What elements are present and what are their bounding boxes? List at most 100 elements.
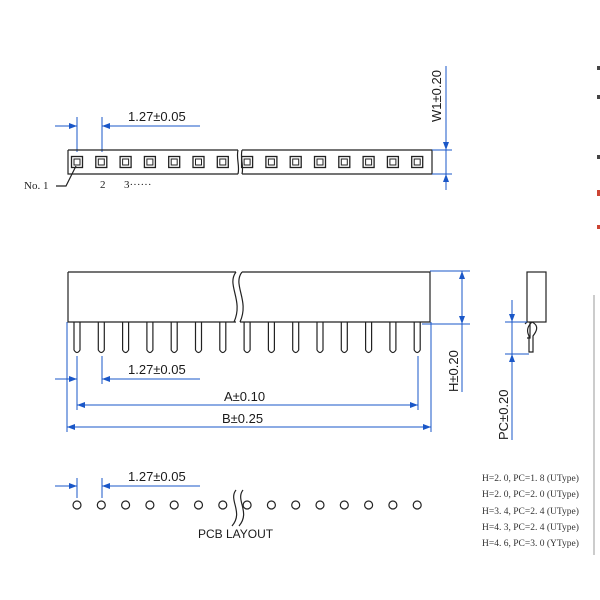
pcb-hole (364, 500, 374, 510)
arrow-head (509, 314, 515, 322)
pcb-hole (412, 500, 422, 510)
spec-line: H=3. 4, PC=2. 4 (UType) (482, 506, 579, 517)
top-pin-square (386, 155, 400, 169)
spec-line: H=2. 0, PC=2. 0 (UType) (482, 489, 579, 500)
top-pin-square-inner (267, 158, 275, 166)
arrow-head (459, 316, 465, 324)
top-pin-square (119, 155, 132, 169)
arrow-head (69, 483, 77, 489)
top-pin-square-inner (73, 158, 81, 166)
front-pin (413, 322, 421, 354)
height-tolerance-label: H±0.20 (446, 350, 461, 392)
top-pin-square-inner (389, 158, 397, 166)
top-pin-square-inner (219, 158, 227, 166)
top-pin-square-inner (243, 158, 251, 166)
top-strip-left (67, 149, 240, 175)
pin-two-label: 2 (100, 179, 106, 191)
front-pin (170, 322, 178, 354)
arrow-head (67, 424, 75, 430)
top-pin-square (70, 155, 84, 169)
top-pin-square (289, 155, 302, 169)
spec-line: H=4. 3, PC=2. 4 (UType) (482, 522, 579, 533)
front-pin (365, 322, 373, 354)
spec-table: H=2. 0, PC=1. 8 (UType) H=2. 0, PC=2. 0 … (482, 473, 579, 549)
pin-three-label: 3······ (124, 179, 151, 191)
pcb-hole (145, 500, 155, 510)
arrow-head (77, 402, 85, 408)
pcb-hole (120, 500, 131, 510)
top-pin-square (95, 155, 108, 169)
top-pin-square (362, 155, 375, 169)
front-pin (316, 322, 324, 354)
front-break-right (238, 271, 244, 323)
spec-line: H=4. 6, PC=3. 0 (YType) (482, 538, 579, 549)
pcb-hole (315, 500, 325, 510)
front-pin (219, 322, 227, 354)
top-pin-square-inner (122, 158, 130, 166)
arrow-head (459, 271, 465, 279)
top-pin-square-inner (195, 158, 202, 166)
arrow-head (102, 376, 110, 382)
pcb-hole (339, 500, 349, 510)
top-strip-right (240, 149, 433, 175)
front-view: H±0.20 1.27±0.05 A±0.10 B±0.25 (55, 270, 470, 432)
mid-pitch-label: 1.27±0.05 (128, 362, 186, 377)
top-pin-square (192, 155, 205, 169)
width-tolerance-label: W1±0.20 (429, 70, 444, 122)
arrow-head (102, 483, 110, 489)
front-pin (194, 322, 203, 354)
arrow-head (509, 354, 515, 362)
top-pin-square (338, 155, 351, 169)
edge-mark (597, 155, 600, 159)
dim-b-label: B±0.25 (222, 411, 263, 426)
front-pin (292, 322, 300, 354)
front-pin (146, 322, 154, 354)
top-pin-square (143, 155, 157, 169)
front-pin (243, 322, 251, 354)
top-pin-square-inner (340, 158, 348, 166)
pcb-hole (72, 500, 82, 510)
pcb-hole (388, 500, 398, 510)
pcb-hole (169, 500, 179, 510)
pcb-hole (266, 500, 276, 510)
front-pin (340, 322, 348, 354)
side-view: PC±0.20 (496, 271, 547, 441)
pcb-hole (96, 500, 106, 510)
dim-a-label: A±0.10 (224, 389, 265, 404)
pcb-layout-label: PCB LAYOUT (198, 527, 274, 541)
front-pin (97, 322, 105, 354)
front-pin (267, 322, 275, 354)
spec-line: H=2. 0, PC=1. 8 (UType) (482, 473, 579, 484)
edge-mark (597, 225, 600, 229)
arrow-head (102, 123, 110, 129)
pcb-hole (193, 500, 204, 510)
front-pin (73, 322, 81, 354)
pcb-break-right (238, 489, 245, 527)
pin-one-label: No. 1 (24, 180, 48, 192)
pcb-hole (242, 500, 252, 510)
arrow-head (443, 174, 449, 182)
side-pin-lower (526, 321, 538, 353)
pin-one-leader (56, 165, 77, 187)
front-pins (73, 322, 421, 354)
pcb-break-left (231, 489, 238, 527)
front-pin (122, 322, 130, 354)
top-pin-square (313, 155, 327, 169)
pcb-layout-view: 1.27±0.05 PCB LAYOUT (55, 469, 422, 541)
top-pin-square (265, 155, 278, 169)
side-body (526, 271, 547, 323)
front-pin (389, 322, 397, 354)
edge-mark (597, 190, 600, 196)
top-pin-square (240, 155, 254, 169)
front-body-left (67, 271, 236, 323)
arrow-head (69, 123, 77, 129)
top-pin-square-inner (316, 158, 324, 166)
top-pin-square-inner (146, 158, 154, 166)
arrow-head (69, 376, 77, 382)
top-pin-square-inner (97, 158, 105, 166)
pc-tolerance-label: PC±0.20 (496, 390, 511, 441)
top-pin-square-inner (365, 158, 373, 166)
top-pin-square-inner (170, 158, 178, 166)
pcb-hole (291, 500, 301, 510)
